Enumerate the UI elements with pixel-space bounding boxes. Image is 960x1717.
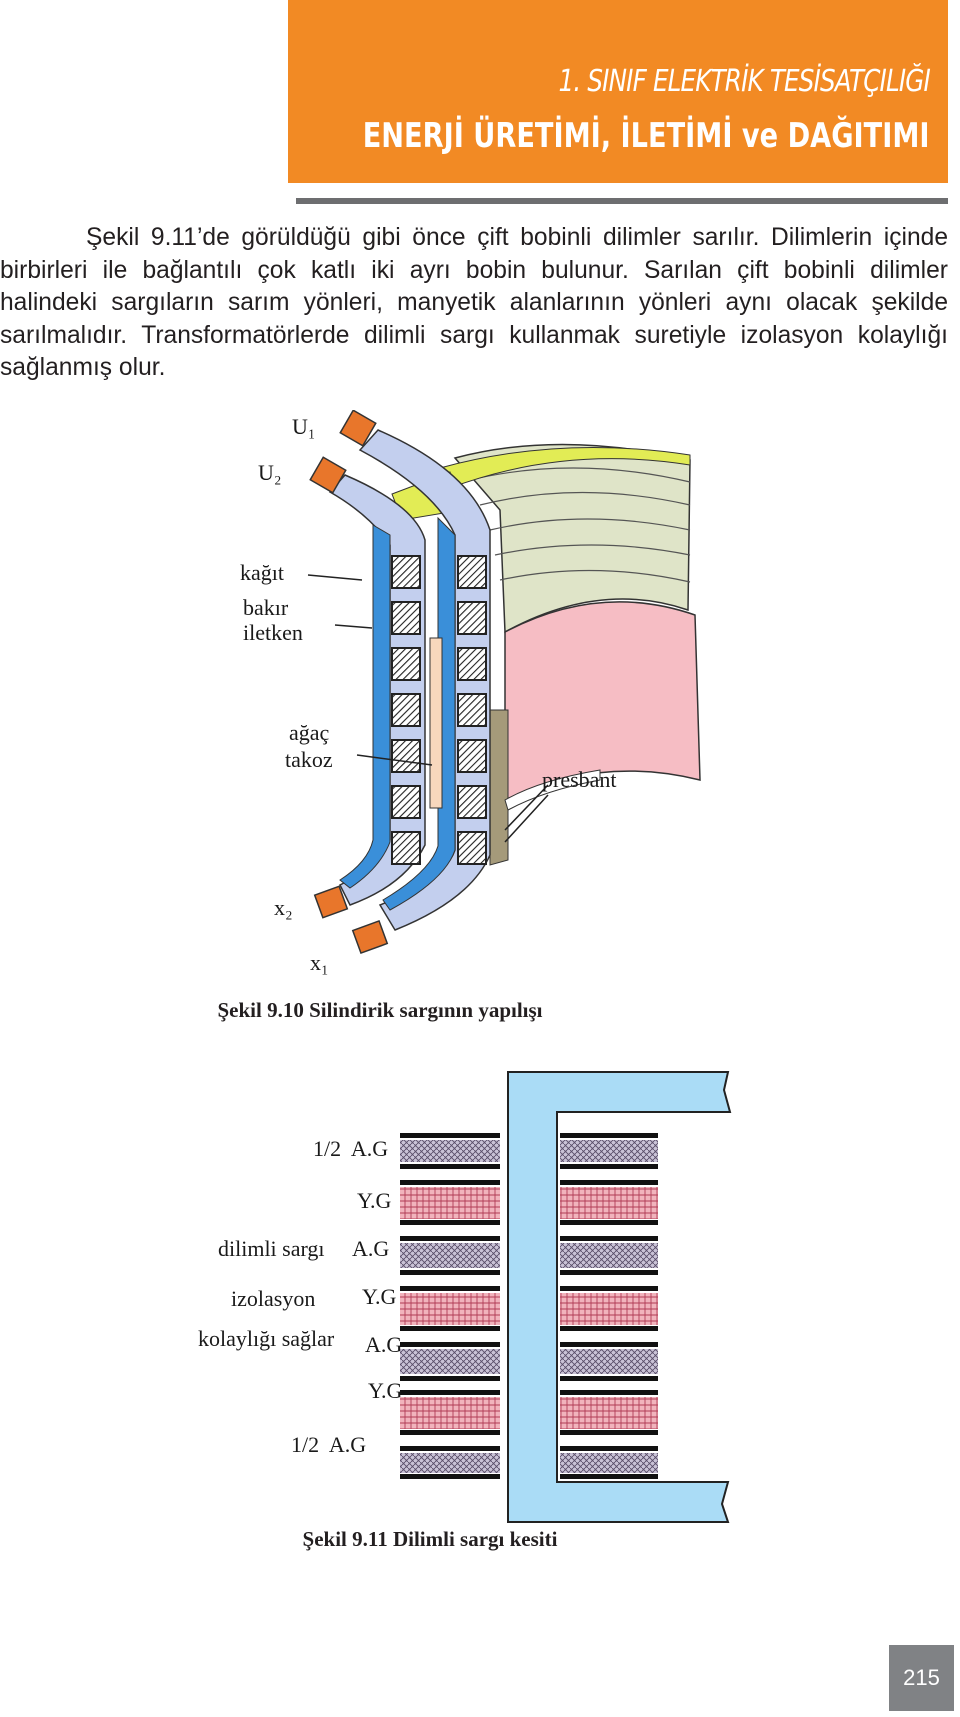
paper-layer-green: [453, 443, 691, 634]
chapter-subtitle: 1. SINIF ELEKTRİK TESİSATÇILIĞI: [558, 64, 931, 99]
label-yg-2: Y.G: [362, 1284, 397, 1309]
page-number-box: 215: [889, 1645, 954, 1711]
page-number: 215: [903, 1665, 940, 1690]
terminal-x1: [351, 919, 389, 955]
label-izolasyon: izolasyon: [231, 1286, 315, 1311]
winding-stack-left: [400, 1133, 500, 1479]
chapter-title: ENERJİ ÜRETİMİ, İLETİMİ ve DAĞITIMI: [363, 116, 930, 156]
label-dilimli-sargi: dilimli sargı: [218, 1236, 325, 1261]
label-ag-1: A.G: [352, 1236, 389, 1261]
figure-9-10-caption: Şekil 9.10 Silindirik sargının yapılışı: [217, 998, 543, 1022]
label-presbant: presbant: [542, 767, 617, 792]
label-kagit: kağıt: [240, 560, 284, 585]
chapter-header-band: 1. SINIF ELEKTRİK TESİSATÇILIĞI ENERJİ Ü…: [288, 0, 948, 183]
label-takoz: takoz: [285, 747, 333, 772]
label-iletken: iletken: [243, 620, 303, 645]
label-ag-2: A.G: [365, 1332, 402, 1357]
header-divider: [296, 198, 948, 204]
wooden-spacer: [429, 637, 443, 809]
label-half-ag-top: 1/2 A.G: [313, 1136, 388, 1161]
label-yg-3: Y.G: [368, 1378, 403, 1403]
label-half-ag-bottom: 1/2 A.G: [291, 1432, 366, 1457]
figure-cylindrical-winding: U₁ U₂ kağıt bakır iletken ağaç takoz pre…: [0, 409, 960, 980]
terminal-u1: [339, 409, 377, 447]
transformer-core: [507, 1071, 732, 1523]
conductor-column-inner: [391, 555, 421, 865]
body-paragraph: Şekil 9.11’de görüldüğü gibi önce çift b…: [0, 222, 948, 385]
coil-inner-blue: [339, 524, 391, 889]
label-u1: U₁: [292, 414, 316, 439]
cylindrical-winding-diagram: U₁ U₂ kağıt bakır iletken ağaç takoz pre…: [240, 409, 701, 975]
sliced-winding-diagram: 1/2 A.G Y.G dilimli sargı A.G izolasyon …: [198, 1071, 732, 1523]
conductor-column-outer: [457, 555, 487, 865]
label-u2: U₂: [258, 460, 282, 485]
terminal-x2: [313, 885, 349, 919]
terminal-u2: [309, 456, 347, 494]
winding-stack-right: [560, 1133, 658, 1479]
insulation-yellow-top: [439, 446, 691, 489]
label-x1: x₁: [310, 950, 329, 975]
label-kolayligi-saglar: kolaylığı sağlar: [198, 1326, 335, 1351]
label-yg-1: Y.G: [357, 1188, 392, 1213]
figure-9-11-caption: Şekil 9.11 Dilimli sargı kesiti: [302, 1527, 558, 1551]
label-agac: ağaç: [289, 720, 330, 745]
paragraph-text: Şekil 9.11’de görüldüğü gibi önce çift b…: [0, 224, 948, 381]
label-bakir: bakır: [243, 595, 289, 620]
figure-sliced-winding-section: 1/2 A.G Y.G dilimli sargı A.G izolasyon …: [0, 1060, 960, 1530]
label-x2: x₂: [274, 895, 293, 920]
